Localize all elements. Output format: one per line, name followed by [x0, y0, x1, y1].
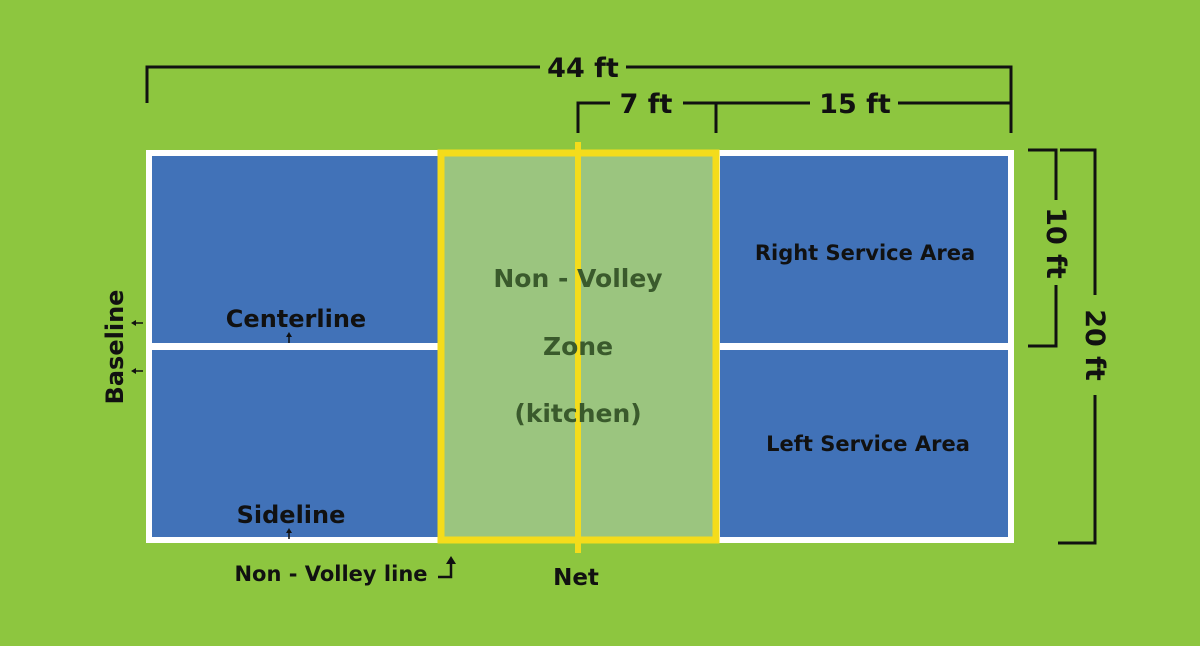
sideline-label: Sideline — [237, 501, 346, 529]
baseline-label: Baseline — [101, 290, 129, 405]
dim-10ft-bottom — [1028, 285, 1058, 348]
dim-44ft-label: 44 ft — [547, 53, 619, 84]
dim-20ft-bottom — [1058, 395, 1097, 545]
dim-7ft-left — [576, 101, 610, 133]
kitchen-label-line1: Non - Volley — [493, 264, 662, 293]
dim-44ft-right — [626, 65, 1013, 133]
sideline-arrow-icon — [286, 528, 292, 539]
dim-44ft-left — [145, 65, 540, 103]
dim-20ft-label: 20 ft — [1079, 309, 1110, 381]
left-upper-service-box — [152, 156, 438, 343]
dim-7ft-label: 7 ft — [620, 89, 673, 120]
non-volley-line-arrow-icon — [438, 556, 456, 579]
centerline-label: Centerline — [226, 305, 366, 333]
dim-15ft-label: 15 ft — [819, 89, 891, 120]
kitchen-label-line3: (kitchen) — [514, 399, 641, 428]
left-service-area-label: Left Service Area — [766, 432, 970, 456]
right-service-area-label: Right Service Area — [755, 241, 975, 265]
dimension-lines — [145, 65, 1097, 545]
dim-10ft-label: 10 ft — [1040, 207, 1071, 279]
kitchen-label-line2: Zone — [543, 332, 613, 361]
net-label: Net — [553, 565, 599, 591]
centerline-arrow-icon — [286, 332, 292, 343]
left-lower-service-box — [152, 350, 438, 537]
left-service-box — [720, 350, 1008, 537]
right-service-box — [720, 156, 1008, 343]
dim-20ft-top — [1060, 148, 1097, 295]
non-volley-line-label: Non - Volley line — [234, 562, 427, 586]
dim-10ft-top — [1028, 148, 1058, 200]
baseline-arrow-icon — [131, 320, 143, 374]
